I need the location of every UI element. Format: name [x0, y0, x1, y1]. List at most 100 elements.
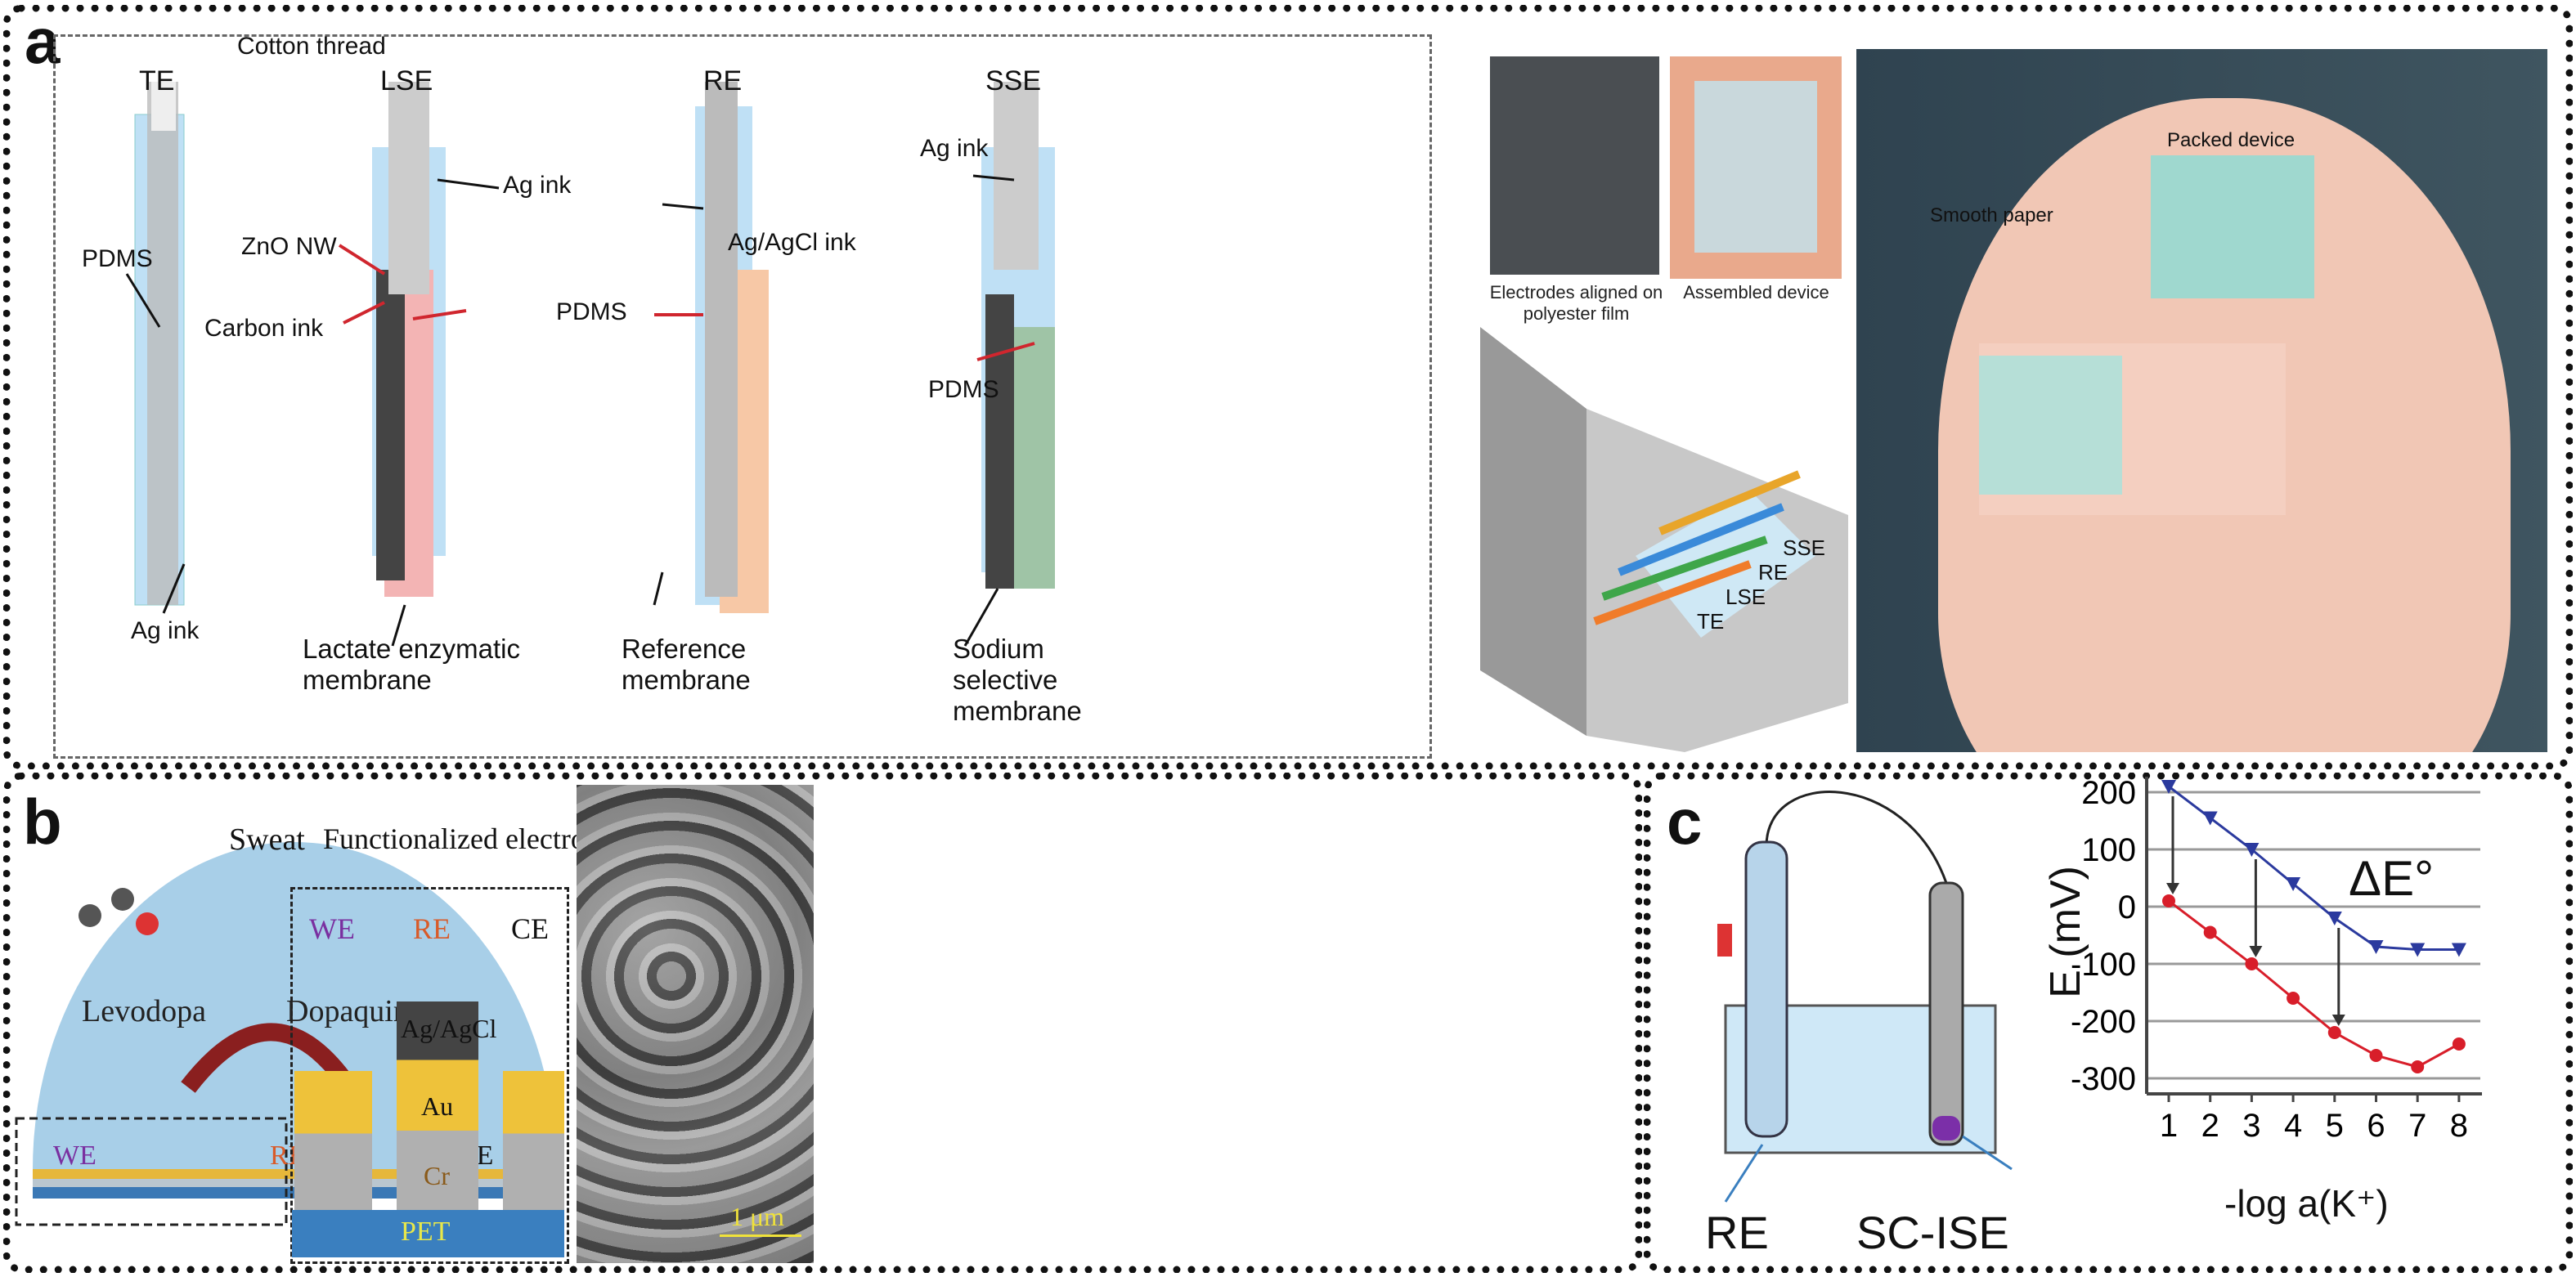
x-tick-label: 5: [2326, 1108, 2344, 1144]
smooth-paper-label: Smooth paper: [1930, 204, 2053, 226]
assembled-device-photo: [1670, 56, 1842, 279]
data-point-after: [2452, 1037, 2466, 1051]
re-layer-label: RE: [413, 912, 451, 945]
re-electrode-label: RE: [1705, 1207, 1769, 1258]
data-point-before: [2202, 811, 2218, 826]
ag-agcl-ink-label: Ag/AgCl ink: [728, 229, 856, 256]
y-tick-label: -100: [2071, 947, 2136, 983]
delta-arrowhead: [2249, 946, 2263, 957]
cotton-thread-label: Cotton thread: [237, 33, 386, 60]
sse-heading: SSE: [985, 65, 1042, 96]
aligned-electrodes-photo: [1490, 56, 1659, 275]
electrochemical-cell: [1717, 791, 2013, 1203]
aligned-caption: Electrodes aligned on polyester film: [1489, 282, 1663, 324]
functionalized-title: Functionalized electrodes: [323, 822, 625, 855]
x-tick-label: 3: [2242, 1108, 2260, 1144]
series-line-after: [2168, 899, 2460, 1069]
assembled-caption: Assembled device: [1683, 282, 1829, 302]
y-tick-label: -300: [2071, 1061, 2136, 1097]
thread-electrodes-diagram: [125, 82, 1055, 647]
cr-label: Cr: [424, 1161, 450, 1190]
packed-device: [2151, 155, 2314, 298]
x-tick-label: 6: [2367, 1108, 2385, 1144]
re-thread: [695, 82, 769, 613]
panel-b-letter: b: [23, 786, 62, 858]
te-heading: TE: [139, 65, 175, 96]
ag-ink-lse-label: Ag ink: [503, 172, 572, 199]
carbon-ink-label: Carbon ink: [204, 315, 324, 342]
data-point-after: [2203, 925, 2217, 939]
panel-c: [1644, 773, 2573, 1273]
panel-a: [3, 5, 2573, 769]
ag-ink-te-label: Ag ink: [131, 617, 200, 644]
x-axis-label: -log a(K⁺): [2224, 1182, 2389, 1225]
data-point-before: [2161, 780, 2176, 794]
au-label: Au: [421, 1091, 454, 1121]
data-point-before: [2286, 877, 2301, 891]
ce-stack: [503, 1071, 564, 1210]
x-tick-label: 7: [2408, 1108, 2426, 1144]
data-point-before: [2451, 943, 2466, 957]
delta-e-annotation: ΔE°: [2349, 851, 2435, 906]
data-point-before: [2244, 843, 2260, 857]
pdms-te-label: PDMS: [82, 245, 153, 272]
data-point-before: [2327, 912, 2342, 925]
scale-bar: [720, 1234, 801, 1237]
pdms-center-label: PDMS: [556, 298, 627, 325]
x-tick-label: 4: [2284, 1108, 2302, 1144]
re-stack: [397, 1001, 478, 1210]
re-heading: RE: [703, 65, 743, 96]
data-point-after: [2245, 957, 2259, 970]
pdms-sse-label: PDMS: [928, 376, 999, 403]
we-layer-label: WE: [309, 912, 355, 945]
device-lse-label: LSE: [1726, 585, 1766, 609]
lactate-membrane-label: Lactate enzymatic membrane: [303, 634, 520, 695]
data-point-after: [2162, 894, 2175, 907]
delta-arrowhead: [2166, 883, 2179, 894]
data-point-before: [2410, 943, 2426, 957]
y-tick-label: 0: [2118, 889, 2136, 925]
red-arrows: [338, 244, 1035, 361]
te-thread: [134, 82, 185, 606]
device-sse-label: SSE: [1783, 535, 1826, 560]
ce-layer-label: CE: [511, 912, 550, 945]
lse-heading: LSE: [380, 65, 433, 96]
y-axis-label: E (mV): [2041, 866, 2089, 998]
y-tick-label: 200: [2081, 775, 2136, 811]
series-line-before: [2168, 785, 2459, 951]
x-tick-label: 2: [2201, 1108, 2219, 1144]
device-re-label: RE: [1758, 560, 1788, 585]
bottom-we-label: WE: [53, 1140, 96, 1171]
data-point-before: [2368, 940, 2384, 954]
sc-ise-label: SC-ISE: [1856, 1207, 2009, 1258]
packed-device-label: Packed device: [2167, 129, 2296, 151]
panel-b: [3, 773, 1642, 1273]
electrode-schematic-frame: [53, 34, 1432, 759]
device-folding-schematic: [1480, 327, 1848, 752]
levodopa-label: Levodopa: [82, 994, 206, 1028]
smooth-paper: [1979, 343, 2286, 515]
reference-membrane-label: Reference membrane: [622, 634, 751, 695]
we-stack: [294, 1071, 372, 1210]
mannequin-photo: Packed device Smooth paper: [1856, 49, 2547, 752]
device-te-label: TE: [1697, 609, 1725, 634]
agagcl-label: Ag/AgCl: [401, 1014, 497, 1043]
lse-thread: [372, 82, 446, 597]
panel-c-letter: c: [1667, 786, 1703, 858]
x-tick-label: 8: [2450, 1108, 2468, 1144]
pet-layer: [292, 1210, 564, 1257]
electrode-stack-frame: [290, 887, 569, 1264]
pointer-arrows: [125, 174, 1015, 647]
sse-thread: [981, 82, 1055, 589]
data-point-after: [2287, 992, 2300, 1005]
y-tick-label: 100: [2081, 832, 2136, 868]
data-point-after: [2411, 1060, 2425, 1073]
sem-image-body: [577, 785, 814, 1263]
data-point-after: [2327, 1026, 2341, 1039]
ag-ink-sse-label: Ag ink: [920, 135, 989, 162]
data-point-after: [2369, 1049, 2383, 1062]
x-tick-label: 1: [2160, 1108, 2178, 1144]
sodium-membrane-label: Sodium selective membrane: [953, 634, 1082, 726]
